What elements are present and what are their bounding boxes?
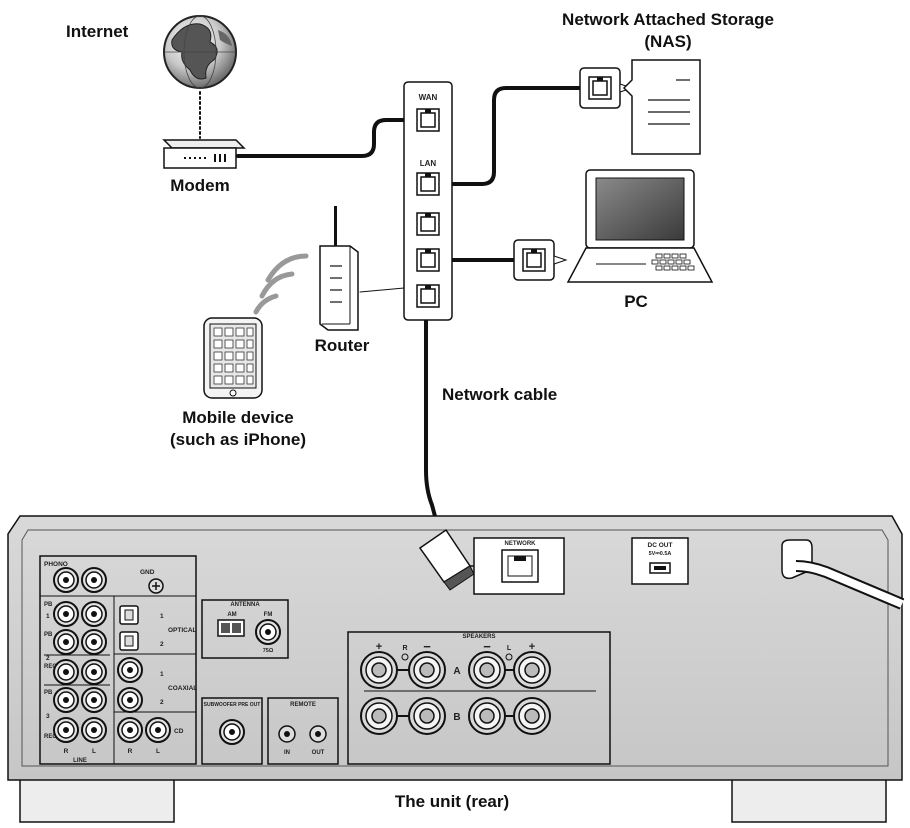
pb3-number: 3	[46, 713, 50, 720]
remote-section: REMOTE IN OUT	[267, 697, 339, 765]
subwoofer-section: SUBWOOFER PRE OUT	[201, 697, 263, 765]
unit-rear-panel: NETWORK DC OUT 5V⎓0.5A	[7, 515, 905, 823]
cd-label: CD	[174, 728, 184, 735]
optical-2-label: 2	[160, 641, 164, 648]
globe-icon	[163, 15, 237, 89]
gnd-label: GND	[140, 569, 155, 576]
antenna-section: ANTENNA AM FM 75Ω	[201, 599, 289, 659]
optical-label: OPTICAL	[168, 627, 197, 634]
speaker-r-mark: R	[402, 645, 407, 652]
line-label: LINE	[73, 758, 87, 764]
cables	[199, 86, 600, 537]
dc-out-spec: 5V⎓0.5A	[649, 551, 672, 557]
speaker-r-plus: +	[376, 641, 382, 653]
remote-label: REMOTE	[290, 702, 316, 708]
speakers-label: SPEAKERS	[462, 634, 495, 640]
speakers-section: SPEAKERS + R − − L + A B	[347, 631, 611, 765]
line-r-mark: R	[64, 748, 69, 755]
gnd-terminal	[148, 578, 164, 594]
modem-wan-cable	[236, 118, 428, 158]
pb1-label: PB	[44, 602, 53, 608]
pc-label: PC	[624, 292, 648, 311]
speaker-l-minus: −	[483, 639, 491, 654]
coaxial-2-label: 2	[160, 699, 164, 706]
router-icon	[319, 206, 359, 331]
am-label: AM	[227, 612, 236, 618]
remote-in-label: IN	[284, 750, 290, 756]
pb3-label: PB	[44, 690, 53, 696]
speaker-a-label: A	[453, 666, 460, 677]
wan-port	[416, 108, 440, 132]
unit-foot-right	[731, 777, 887, 823]
lan-port-2	[416, 212, 440, 236]
fm-label: FM	[264, 612, 273, 618]
cd-r-mark: R	[128, 748, 133, 755]
optical-1-label: 1	[160, 613, 164, 620]
remote-jacks	[278, 725, 327, 743]
lan-port-1	[416, 172, 440, 196]
dc-out-label: DC OUT	[648, 542, 673, 549]
lan-port-3	[416, 248, 440, 272]
nas-label-line1: Network Attached Storage	[562, 10, 774, 29]
rec2-label: REC	[44, 664, 57, 670]
coaxial-1-label: 1	[160, 671, 164, 678]
wan-label: WAN	[419, 93, 438, 102]
network-port-label: NETWORK	[505, 541, 537, 547]
input-section: PHONO GND PB 1 PB 2 REC PB 3 REC	[39, 555, 197, 765]
cd-l-mark: L	[156, 748, 160, 755]
phono-label: PHONO	[44, 561, 68, 568]
wifi-waves-icon	[253, 253, 309, 315]
nas-label-line2: (NAS)	[644, 32, 692, 51]
pb2-label: PB	[44, 632, 53, 638]
line-l-mark: L	[92, 748, 96, 755]
router-port-strip: WAN LAN	[403, 81, 453, 321]
subwoofer-label: SUBWOOFER PRE OUT	[204, 702, 261, 708]
modem-label: Modem	[170, 176, 230, 195]
mobile-device-icon	[203, 317, 263, 399]
optical-jacks	[119, 605, 139, 651]
speaker-terminals-a	[360, 651, 551, 689]
speaker-l-plus: +	[529, 641, 535, 653]
modem-icon	[162, 139, 246, 169]
unit-foot-left	[19, 777, 175, 823]
pc-icon	[513, 169, 714, 283]
speaker-terminals-b	[360, 697, 551, 735]
nas-lan-cable	[428, 86, 600, 186]
internet-label: Internet	[66, 22, 129, 41]
nas-icon	[579, 59, 701, 155]
router-callout-line	[359, 287, 405, 293]
router-label: Router	[314, 336, 370, 355]
unit-rear-label: The unit (rear)	[394, 792, 510, 811]
pc-port-callout	[513, 239, 568, 281]
pb2-number: 2	[46, 655, 50, 662]
speaker-b-label: B	[453, 712, 460, 723]
remote-out-label: OUT	[312, 750, 325, 756]
antenna-label: ANTENNA	[230, 602, 260, 608]
mobile-device-label-line2: (such as iPhone)	[169, 430, 307, 449]
lan-port-4	[416, 284, 440, 308]
speaker-r-minus: −	[423, 639, 431, 654]
lan-label: LAN	[420, 159, 437, 168]
pb1-number: 1	[46, 613, 50, 620]
rec3-label: REC	[44, 734, 57, 740]
power-cord-icon	[781, 539, 905, 610]
network-port: NETWORK	[473, 537, 565, 595]
coaxial-label: COAXIAL	[168, 685, 197, 692]
network-cable-label: Network cable	[442, 385, 558, 404]
dc-out-port: DC OUT 5V⎓0.5A	[631, 537, 689, 585]
fm-ohm-label: 75Ω	[263, 648, 274, 654]
network-cable	[424, 298, 442, 537]
speaker-l-mark: L	[507, 645, 512, 652]
mobile-device-label-line1: Mobile device	[182, 408, 294, 427]
